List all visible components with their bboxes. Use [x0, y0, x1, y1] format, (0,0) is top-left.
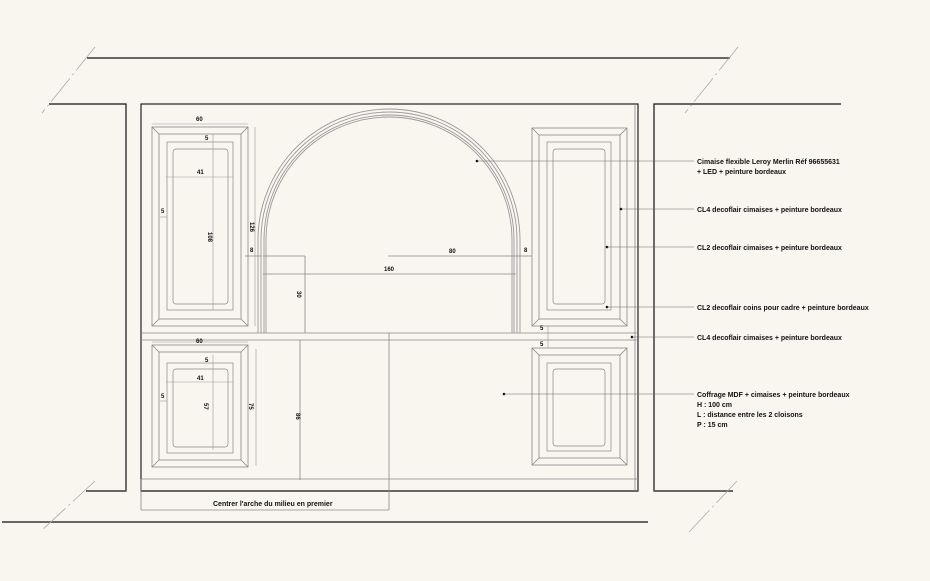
annotation-cl2-coins: CL2 decoflair coins pour cadre + peintur…	[697, 305, 869, 312]
break-line-top-left	[41, 46, 96, 114]
dim-arch-radius: 80	[449, 249, 456, 255]
annotation-cl2-cimaises: CL2 decoflair cimaises + peinture bordea…	[697, 245, 842, 252]
break-line-bottom-left	[41, 480, 96, 531]
arch	[245, 108, 532, 480]
annotation-cimaise-flexible-line2: + LED + peinture bordeaux	[697, 169, 786, 176]
dim-top-left-inset-top: 5	[205, 136, 209, 142]
dim-top-left-outer-height: 126	[248, 222, 254, 233]
dim-rail-gap-above: 5	[540, 326, 544, 332]
dim-top-left-inset-side: 5	[161, 209, 165, 215]
dim-bottom-left-inner-height: 57	[202, 403, 208, 410]
annotation-coffrage-depth: P : 15 cm	[697, 422, 728, 429]
dim-top-left-inner-width: 41	[197, 170, 204, 176]
dim-bottom-left-inset-side: 5	[161, 394, 165, 400]
panel-top-left	[151, 123, 256, 327]
dim-top-left-width: 60	[196, 117, 203, 123]
leader-lines	[475, 159, 694, 396]
annotation-cimaise-flexible: Cimaise flexible Leroy Merlin Réf 966556…	[697, 159, 840, 166]
annotation-cl4-cimaises-top: CL4 decoflair cimaises + peinture bordea…	[697, 207, 842, 214]
dim-arch-gap-right: 8	[524, 248, 528, 254]
dim-arch-upper-height: 30	[295, 291, 301, 298]
panel-top-right	[531, 127, 628, 327]
dim-bottom-left-outer-height: 75	[247, 403, 253, 410]
dimension-labels: 60 5 41 5 108 126 8 8 80 160 30 86 5 5 6…	[161, 117, 544, 420]
annotation-coffrage-height: H : 100 cm	[697, 402, 732, 409]
break-line-bottom-right	[688, 480, 738, 533]
dim-bottom-left-inner-width: 41	[197, 376, 204, 382]
dim-bottom-left-inset-top: 5	[205, 358, 209, 364]
dim-arch-width: 160	[384, 267, 395, 273]
panel-bottom-right	[531, 326, 628, 466]
dim-top-left-inner-height: 108	[206, 232, 212, 243]
panel-bottom-left	[151, 341, 257, 468]
dim-bottom-left-width: 60	[196, 339, 203, 345]
note-background	[208, 499, 320, 509]
annotations: Cimaise flexible Leroy Merlin Réf 966556…	[697, 159, 869, 429]
dim-rail-gap-below: 5	[540, 342, 544, 348]
dim-arch-lower-height: 86	[294, 413, 300, 420]
wall-outline	[2, 46, 841, 533]
annotation-cl4-cimaises-rail: CL4 decoflair cimaises + peinture bordea…	[697, 335, 842, 342]
annotation-coffrage-length: L : distance entre les 2 cloisons	[697, 412, 803, 419]
dim-arch-gap-left: 8	[250, 248, 254, 254]
coffrage-box	[140, 103, 639, 511]
note-center-arch: Centrer l'arche du milieu en premier	[213, 501, 333, 508]
annotation-coffrage: Coffrage MDF + cimaises + peinture borde…	[697, 392, 850, 399]
break-line-top-right	[684, 46, 739, 114]
